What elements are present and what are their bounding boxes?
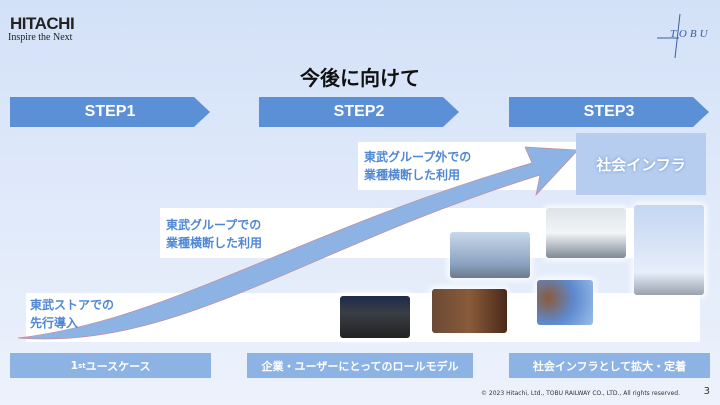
stage-3-text: 東武グループ外での業種横断した利用	[364, 150, 472, 182]
step-2-banner: STEP2	[259, 97, 459, 127]
step-3-banner: STEP3	[509, 97, 709, 127]
page-number: 3	[703, 386, 710, 397]
stage-1-text: 東武ストアでの先行導入	[30, 298, 115, 330]
copyright: © 2023 Hitachi, Ltd., TOBU RAILWAY CO., …	[481, 390, 680, 397]
step-1-banner: STEP1	[10, 97, 210, 127]
stage-2-text: 東武グループでの業種横断した利用	[166, 218, 263, 250]
ferris-wheel-photo	[537, 280, 593, 325]
footer-label-3: 社会インフラとして拡大・定着	[509, 353, 710, 378]
hitachi-tagline: Inspire the Next	[8, 32, 73, 43]
building-photo	[450, 232, 530, 278]
train-photo	[546, 208, 626, 258]
interior-photo	[432, 289, 507, 333]
footer-label-2: 企業・ユーザーにとってのロールモデル	[247, 353, 473, 378]
skytree-photo	[634, 205, 704, 295]
social-infra-image: 社会インフラ	[576, 133, 706, 195]
hitachi-logo: HITACHI	[10, 14, 75, 33]
store-photo	[340, 296, 410, 338]
tobu-logo: TOBU	[655, 12, 717, 60]
page-title: 今後に向けて	[300, 66, 420, 90]
